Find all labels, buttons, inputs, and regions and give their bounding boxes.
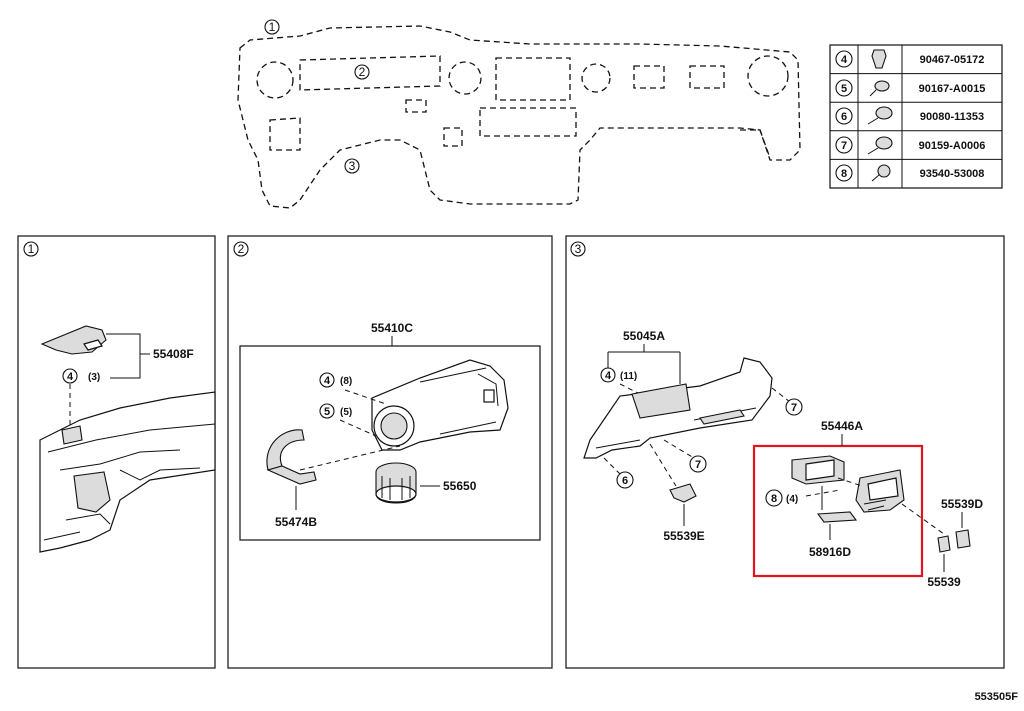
screw-icon <box>871 164 891 182</box>
bolt-icon <box>867 106 893 125</box>
clip-icon <box>871 49 887 69</box>
svg-text:90167-A0015: 90167-A0015 <box>919 83 986 95</box>
assembly-frame-55410c <box>239 345 541 541</box>
svg-text:2: 2 <box>238 242 245 256</box>
svg-text:7: 7 <box>791 402 797 414</box>
bolt-icon <box>867 136 893 155</box>
svg-text:8: 8 <box>841 168 847 180</box>
part-55408f-cover <box>40 325 107 355</box>
svg-text:1: 1 <box>269 20 276 34</box>
part-55446a-bracket <box>791 455 905 513</box>
panel-2-badge: 2 <box>233 241 249 257</box>
panel-2: 2 55410C 4 (8) 5 (5) <box>227 235 553 669</box>
svg-text:6: 6 <box>622 475 628 487</box>
part-55650-gauge <box>375 462 417 504</box>
label-55446a: 55446A <box>821 419 863 433</box>
svg-text:5: 5 <box>324 406 330 418</box>
svg-text:4: 4 <box>67 371 74 383</box>
fastener-ref-7: 7 <box>689 455 707 473</box>
part-55045a-lower-panel <box>583 357 773 459</box>
drawing-code: 553505F <box>975 691 1019 703</box>
svg-text:4: 4 <box>841 54 848 66</box>
overview-callout-1: 1 <box>264 19 280 35</box>
panel-1: 1 55408F 4 (3) <box>17 235 216 669</box>
svg-text:90080-11353: 90080-11353 <box>920 111 984 123</box>
svg-text:2: 2 <box>359 65 366 79</box>
dashboard-section-left <box>39 391 216 553</box>
svg-text:7: 7 <box>695 459 701 471</box>
svg-text:(5): (5) <box>340 407 352 418</box>
label-55408f: 55408F <box>153 347 194 361</box>
svg-text:1: 1 <box>28 242 35 256</box>
label-55650: 55650 <box>443 479 477 493</box>
fastener-ref-4: 4 <box>600 367 616 383</box>
part-55474b-trim <box>266 429 317 485</box>
overview-dashboard <box>237 25 801 209</box>
fastener-row-5: 5 90167-A0015 <box>835 79 986 97</box>
part-58916d-pad <box>816 511 858 523</box>
svg-text:4: 4 <box>324 375 331 387</box>
svg-text:93540-53008: 93540-53008 <box>920 168 985 180</box>
svg-text:3: 3 <box>575 242 582 256</box>
panel-3: 3 55045A 4 (11) 7 7 6 <box>565 235 1005 669</box>
overview-callout-3: 3 <box>344 158 360 174</box>
label-55474b: 55474B <box>275 515 317 529</box>
svg-text:(8): (8) <box>340 376 352 387</box>
fastener-ref-7: 7 <box>785 398 803 416</box>
screw-icon <box>869 80 890 97</box>
fastener-ref-4: 4 <box>319 372 335 388</box>
svg-text:(11): (11) <box>620 371 637 382</box>
fastener-ref-6: 6 <box>616 471 634 489</box>
panel-1-badge: 1 <box>23 241 39 257</box>
svg-text:3: 3 <box>349 159 356 173</box>
svg-text:6: 6 <box>841 111 847 123</box>
label-55045a: 55045A <box>623 329 665 343</box>
svg-text:90467-05172: 90467-05172 <box>920 54 985 66</box>
highlight-box-55446a <box>752 444 924 578</box>
panel-3-badge: 3 <box>570 241 586 257</box>
svg-text:5: 5 <box>841 83 847 95</box>
svg-text:(4): (4) <box>786 494 798 505</box>
fastener-row-7: 7 90159-A0006 <box>835 136 986 155</box>
svg-text:7: 7 <box>841 140 847 152</box>
overview-callout-2: 2 <box>354 64 370 80</box>
fastener-ref-8: 8 <box>765 489 783 507</box>
fastener-ref-5: 5 <box>319 403 335 419</box>
label-55539: 55539 <box>927 575 961 589</box>
fastener-row-4: 4 90467-05172 <box>835 49 985 69</box>
svg-text:4: 4 <box>605 370 612 382</box>
fastener-row-8: 8 93540-53008 <box>835 164 985 182</box>
fastener-table: 4 90467-05172 5 90167-A0015 6 90080-1135… <box>829 44 1003 189</box>
part-55539e-clip <box>669 483 697 503</box>
svg-text:90159-A0006: 90159-A0006 <box>919 140 986 152</box>
label-55539e: 55539E <box>663 529 704 543</box>
part-55410c-cluster-housing <box>371 359 509 451</box>
label-55410c: 55410C <box>371 321 413 335</box>
part-55539d-clip <box>955 529 971 549</box>
part-55539-clip <box>937 535 951 553</box>
fastener-ref-4: 4 <box>62 368 78 384</box>
svg-text:8: 8 <box>771 493 777 505</box>
svg-text:(3): (3) <box>88 372 100 383</box>
fastener-row-6: 6 90080-11353 <box>835 106 984 125</box>
label-55539d: 55539D <box>941 497 983 511</box>
label-58916d: 58916D <box>809 545 851 559</box>
